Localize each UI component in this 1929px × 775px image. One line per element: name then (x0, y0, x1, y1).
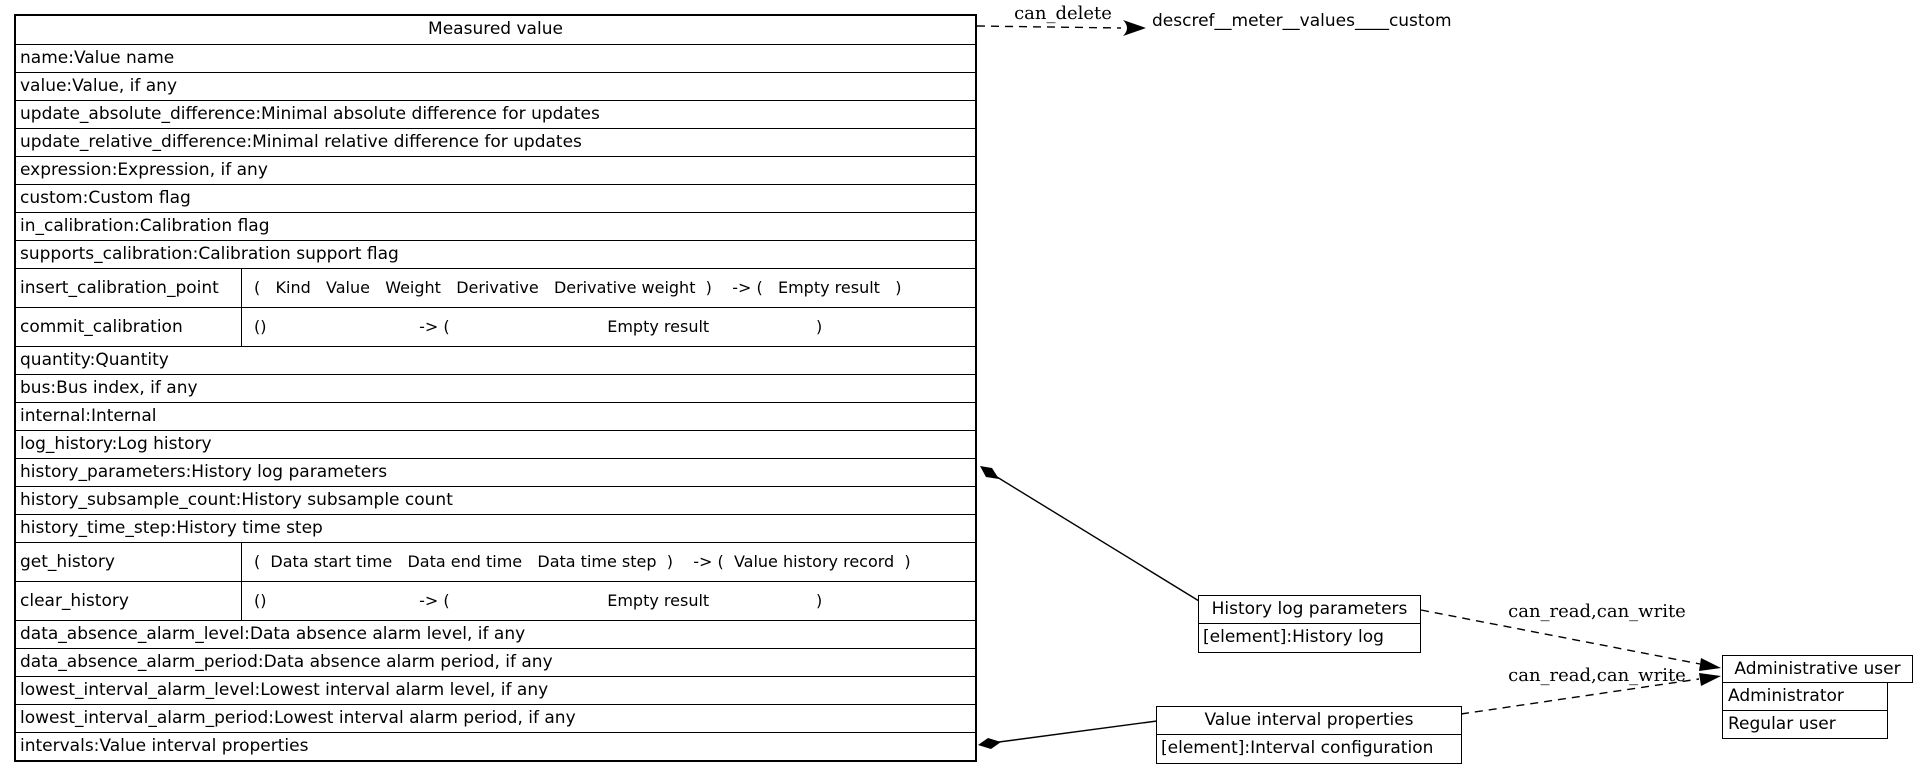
method-name-cell: clear_history (16, 582, 242, 620)
administrative-user-row-administrator: Administrator (1722, 682, 1888, 711)
table-row-commit_calibration: commit_calibration () -> ( Empty result ) (16, 307, 975, 346)
administrative-user-row-regular-user: Regular user (1722, 710, 1888, 739)
history-permission-edge (1420, 609, 1701, 665)
method-signature-cell: () -> ( Empty result ) (254, 317, 823, 336)
table-row-history_parameters: history_parameters:History log parameter… (16, 458, 975, 486)
can-delete-edge (976, 25, 1122, 29)
method-signature-cell: () -> ( Empty result ) (254, 591, 823, 610)
table-row-in_calibration: in_calibration:Calibration flag (16, 212, 975, 240)
table-row-history_subsample_count: history_subsample_count:History subsampl… (16, 486, 975, 514)
can-delete-edge-label: can_delete (1014, 3, 1112, 24)
table-row-custom: custom:Custom flag (16, 184, 975, 212)
intervals-aggregation-edge (998, 720, 1158, 743)
table-row-history_time_step: history_time_step:History time step (16, 514, 975, 542)
table-row-supports_calibration: supports_calibration:Calibration support… (16, 240, 975, 268)
value-interval-properties-row: [element]:Interval configuration (1161, 738, 1434, 758)
history-log-parameters-box: History log parameters [element]:History… (1198, 595, 1421, 653)
administrative-user-box: Administrative user Administrator Regula… (1722, 655, 1913, 739)
descref-target-text: descref__meter__values____custom (1152, 11, 1452, 31)
intervals-permission-arrowhead (1699, 673, 1721, 686)
history-log-parameters-row: [element]:History log (1203, 627, 1384, 647)
table-row-lowest_interval_alarm_period: lowest_interval_alarm_period:Lowest inte… (16, 704, 975, 732)
table-row-expression: expression:Expression, if any (16, 156, 975, 184)
table-row-update_relative_difference: update_relative_difference:Minimal relat… (16, 128, 975, 156)
table-row-value: value:Value, if any (16, 72, 975, 100)
table-row-name: name:Value name (16, 44, 975, 72)
table-row-get_history: get_history ( Data start time Data end ti… (16, 542, 975, 581)
method-name-cell: get_history (16, 543, 242, 581)
table-row-log_history: log_history:Log history (16, 430, 975, 458)
table-row-intervals: intervals:Value interval properties (16, 732, 975, 760)
table-row-lowest_interval_alarm_level: lowest_interval_alarm_level:Lowest inter… (16, 676, 975, 704)
table-row-bus: bus:Bus index, if any (16, 374, 975, 402)
method-name-cell: insert_calibration_point (16, 269, 242, 307)
table-row-internal: internal:Internal (16, 402, 975, 430)
table-row-insert_calibration_point: insert_calibration_point ( Kind Value Wei… (16, 268, 975, 307)
history-aggregation-diamond (980, 466, 999, 479)
history-permission-arrowhead (1699, 658, 1721, 671)
table-row-data_absence_alarm_period: data_absence_alarm_period:Data absence a… (16, 648, 975, 676)
table-title: Measured value (428, 19, 563, 39)
table-row-quantity: quantity:Quantity (16, 346, 975, 374)
intervals-permission-label: can_read,can_write (1508, 665, 1686, 686)
value-interval-properties-title: Value interval properties (1157, 707, 1461, 735)
administrative-user-title: Administrative user (1722, 655, 1913, 683)
history-log-parameters-title: History log parameters (1199, 596, 1420, 624)
table-row-clear_history: clear_history () -> ( Empty result ) (16, 581, 975, 620)
table-row-data_absence_alarm_level: data_absence_alarm_level:Data absence al… (16, 620, 975, 648)
table-row-update_absolute_difference: update_absolute_difference:Minimal absol… (16, 100, 975, 128)
history-aggregation-edge (996, 476, 1200, 602)
history-permission-label: can_read,can_write (1508, 601, 1686, 622)
method-name-cell: commit_calibration (16, 308, 242, 346)
method-signature-cell: ( Data start time Data end time Data tim… (254, 552, 911, 571)
intervals-aggregation-diamond (978, 738, 1001, 749)
intervals-permission-edge (1460, 678, 1700, 715)
value-interval-properties-box: Value interval properties [element]:Inte… (1156, 706, 1462, 764)
method-signature-cell: ( Kind Value Weight Derivative Derivativ… (254, 278, 902, 297)
can-delete-arrowhead (1123, 20, 1146, 36)
